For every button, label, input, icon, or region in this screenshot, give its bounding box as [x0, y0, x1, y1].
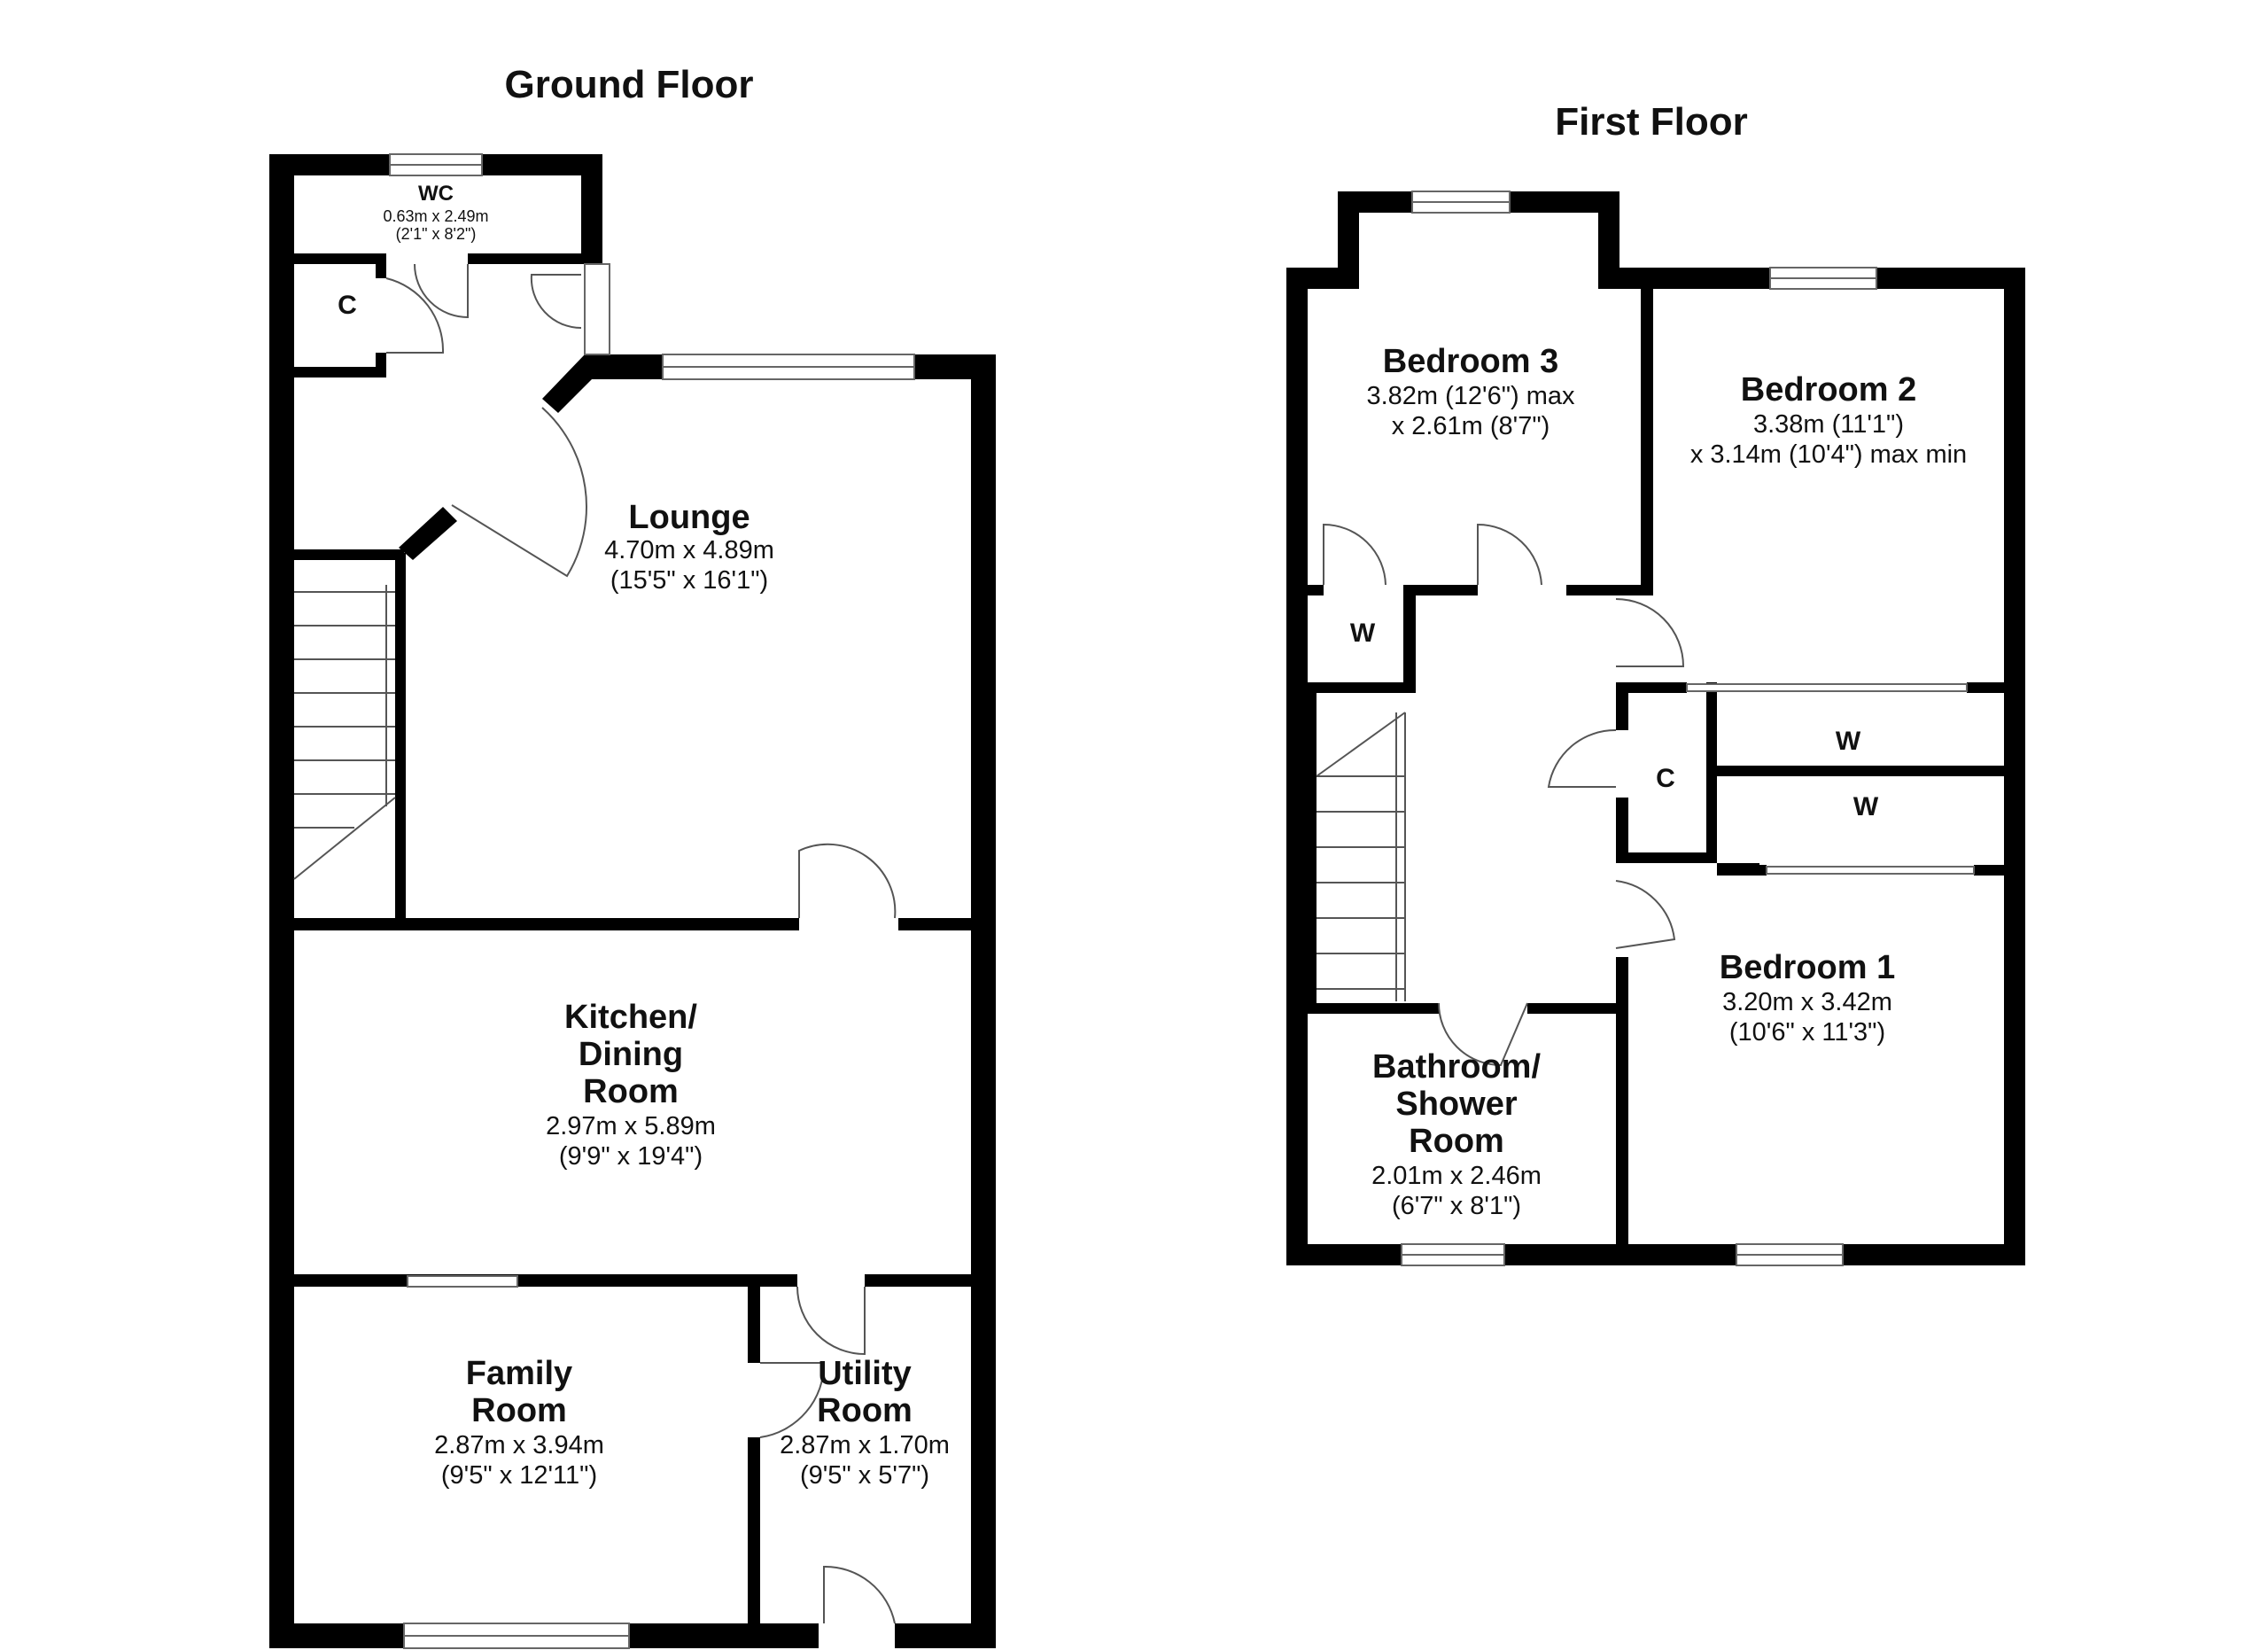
first-floor-stairs	[1316, 712, 1406, 1001]
bedroom2-dim-2: x 3.14m (10'4") max min	[1690, 440, 1967, 469]
family-dim-ft: (9'5" x 12'11")	[441, 1461, 597, 1490]
first-floor-plan: First Floor	[1286, 100, 2025, 1266]
bathroom-dim-ft: (6'7" x 8'1")	[1392, 1192, 1521, 1220]
kitchen-door	[798, 843, 897, 919]
family-name-2: Room	[471, 1392, 567, 1429]
bedroom1-dim-ft: (10'6" x 11'3")	[1729, 1018, 1885, 1047]
utility-name-2: Room	[817, 1392, 913, 1429]
kitchen-name-2: Dining	[579, 1036, 683, 1073]
cupboard-first-label: C	[1656, 764, 1675, 793]
wc-name: WC	[418, 182, 454, 206]
wardrobe-bottom-label: W	[1853, 792, 1879, 821]
family-name-1: Family	[466, 1355, 572, 1392]
cupboard-door	[385, 277, 445, 354]
bedroom3-dim-1: 3.82m (12'6") max	[1366, 382, 1575, 410]
lounge-label: Lounge 4.70m x 4.89m (15'5" x 16'1")	[604, 499, 774, 595]
wc-dim-ft: (2'1" x 8'2")	[396, 225, 477, 243]
wardrobe-left-label: W	[1350, 619, 1376, 648]
kitchen-dim-ft: (9'9" x 19'4")	[559, 1142, 703, 1171]
ground-floor-windows	[389, 153, 915, 1649]
bedroom1-label: Bedroom 1 3.20m x 3.42m (10'6" x 11'3")	[1720, 949, 1895, 1047]
utility-room-label: Utility Room 2.87m x 1.70m (9'5" x 5'7")	[780, 1355, 950, 1490]
bathroom-dim-m: 2.01m x 2.46m	[1371, 1162, 1542, 1190]
kitchen-name-3: Room	[583, 1073, 679, 1110]
wc-label: WC 0.63m x 2.49m (2'1" x 8'2")	[383, 182, 488, 243]
bathroom-name-1: Bathroom/	[1372, 1048, 1541, 1086]
utility-dim-m: 2.87m x 1.70m	[780, 1431, 950, 1459]
utility-name-1: Utility	[818, 1355, 912, 1392]
bedroom2-door	[1615, 598, 1685, 667]
wardrobe-top-sliding	[1686, 683, 1968, 692]
bedroom2-label: Bedroom 2 3.38m (11'1") x 3.14m (10'4") …	[1690, 371, 1967, 469]
ground-floor-doors	[385, 263, 897, 1624]
first-floor-windows	[1401, 191, 1975, 1266]
lounge-name: Lounge	[628, 499, 750, 536]
bathroom-name-3: Room	[1409, 1123, 1504, 1160]
side-entrance-frame	[584, 263, 610, 355]
utility-inner-door	[759, 1362, 826, 1438]
bedroom1-dim-m: 3.20m x 3.42m	[1722, 988, 1892, 1016]
lounge-dim-ft: (15'5" x 16'1")	[610, 566, 768, 595]
cupboard-door	[1547, 728, 1617, 788]
bedroom1-door	[1615, 880, 1676, 949]
kitchen-name-1: Kitchen/	[564, 999, 697, 1036]
rear-door	[823, 1565, 896, 1624]
kitchen-dim-m: 2.97m x 5.89m	[546, 1112, 716, 1140]
kitchen-label: Kitchen/ Dining Room 2.97m x 5.89m (9'9"…	[546, 999, 716, 1171]
cupboard-label: C	[338, 291, 357, 320]
bathroom-label: Bathroom/ Shower Room 2.01m x 2.46m (6'7…	[1371, 1048, 1542, 1220]
bedroom2-dim-1: 3.38m (11'1")	[1753, 410, 1904, 439]
utility-dim-ft: (9'5" x 5'7")	[800, 1461, 929, 1490]
lounge-dim-m: 4.70m x 4.89m	[604, 536, 774, 564]
bedroom1-name: Bedroom 1	[1720, 949, 1895, 986]
bedroom3-dim-2: x 2.61m (8'7")	[1392, 412, 1550, 440]
first-floor-doors	[1323, 523, 1685, 1067]
bedroom2-name: Bedroom 2	[1741, 371, 1916, 409]
side-door	[530, 274, 582, 330]
ground-floor-walls	[269, 154, 996, 1648]
family-room-label: Family Room 2.87m x 3.94m (9'5" x 12'11"…	[434, 1355, 604, 1490]
ground-floor-plan: Ground Floor	[269, 63, 996, 1649]
family-window	[407, 1275, 518, 1288]
wardrobe-bottom-sliding	[1766, 866, 1975, 875]
ground-floor-title: Ground Floor	[504, 63, 753, 106]
lounge-door	[451, 407, 587, 578]
utility-door	[796, 1286, 866, 1356]
ground-floor-stairs	[293, 585, 396, 880]
bathroom-name-2: Shower	[1395, 1086, 1517, 1123]
first-floor-title: First Floor	[1555, 100, 1748, 144]
wc-dim-m: 0.63m x 2.49m	[383, 207, 488, 225]
bedroom3-name: Bedroom 3	[1383, 343, 1558, 380]
wardrobe-top-label: W	[1836, 727, 1861, 756]
family-dim-m: 2.87m x 3.94m	[434, 1431, 604, 1459]
bathroom-door	[1438, 1002, 1528, 1067]
bedroom3-label: Bedroom 3 3.82m (12'6") max x 2.61m (8'7…	[1366, 343, 1575, 440]
wc-door	[414, 263, 469, 319]
bedroom3-door	[1477, 523, 1542, 586]
wardrobe-left-door	[1323, 523, 1386, 586]
